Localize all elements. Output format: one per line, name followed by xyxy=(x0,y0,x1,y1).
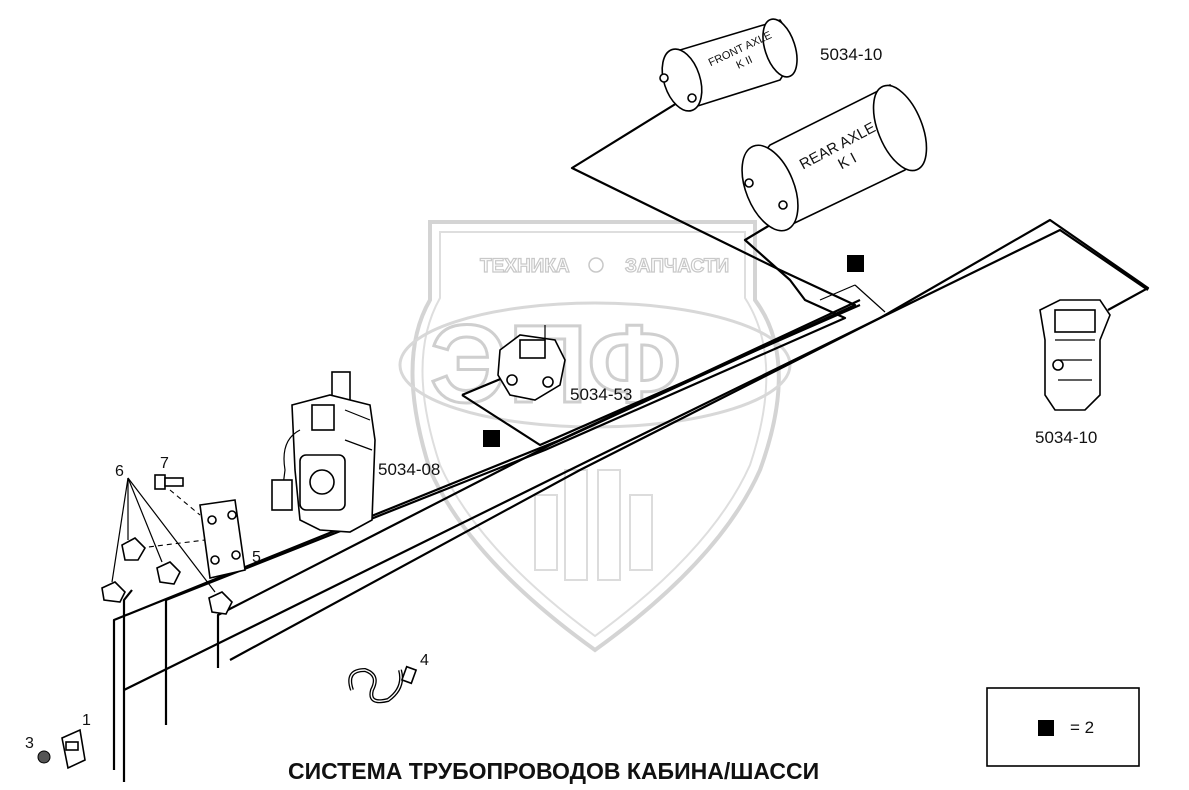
gear-icon xyxy=(588,257,604,273)
front-axle-tank: FRONT AXLE K II xyxy=(659,18,798,112)
pipe-fitting-1 xyxy=(122,589,133,690)
label-master-ref: 5034-08 xyxy=(378,460,440,479)
label-valve-ref: 5034-53 xyxy=(570,385,632,404)
pipe-line-d xyxy=(216,94,857,668)
quantity-marker-mid xyxy=(483,430,500,447)
watermark-shield: ТЕХНИКА ЗАПЧАСТИ ЭПФ xyxy=(398,220,792,653)
quantity-marker-top xyxy=(847,255,864,272)
bolt xyxy=(154,474,184,490)
pipe-line-b xyxy=(122,228,1149,782)
label-item-7: 7 xyxy=(160,455,169,472)
legend-box: = 2 xyxy=(986,687,1140,767)
label-item-4: 4 xyxy=(420,652,429,669)
diagram-title: СИСТЕМА ТРУБОПРОВОДОВ КАБИНА/ШАССИ xyxy=(288,758,819,784)
label-item-5: 5 xyxy=(252,549,261,566)
rear-tank-line2: K I xyxy=(835,150,859,174)
pipe-line-c xyxy=(164,224,847,725)
right-brake-unit xyxy=(1039,299,1111,411)
label-item-6: 6 xyxy=(115,463,124,480)
small-parts xyxy=(37,728,86,770)
label-front-tank-ref: 5034-10 xyxy=(820,45,882,64)
relay-valve xyxy=(497,325,566,401)
pipe-network xyxy=(112,94,1150,782)
watermark-left-word: ТЕХНИКА xyxy=(480,256,570,277)
elbow-fittings xyxy=(101,477,233,615)
brake-master-unit xyxy=(271,371,376,533)
flex-hose xyxy=(348,665,418,704)
legend-equals: = 2 xyxy=(1070,718,1094,737)
watermark-right-word: ЗАПЧАСТИ xyxy=(625,256,729,277)
label-item-1: 1 xyxy=(82,712,91,729)
pipe-line-e xyxy=(229,218,1150,661)
rear-axle-tank: REAR AXLE K I xyxy=(741,84,928,232)
legend-square-icon xyxy=(1038,720,1054,736)
mounting-plate xyxy=(139,489,246,579)
pipe-line-valve xyxy=(461,303,861,447)
label-right-unit-ref: 5034-10 xyxy=(1035,428,1097,447)
label-item-3: 3 xyxy=(25,735,34,752)
